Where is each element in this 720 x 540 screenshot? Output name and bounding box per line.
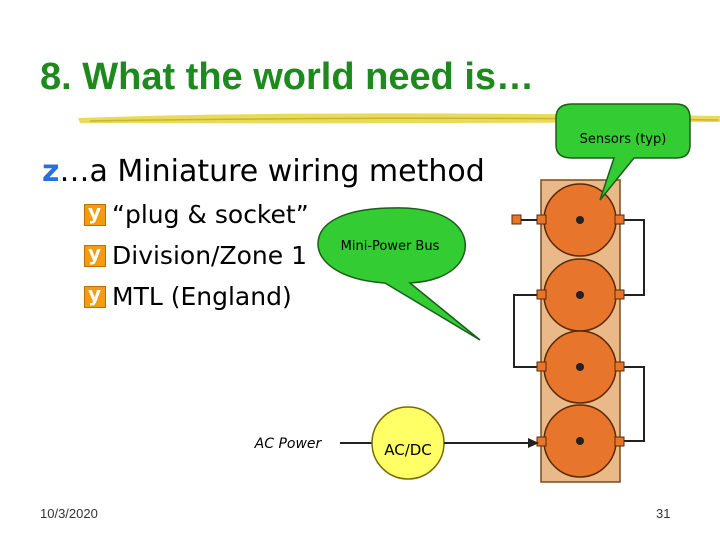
- sub-bullet-plug: “plug & socket”: [84, 200, 309, 229]
- ac-power-label: AC Power: [254, 436, 323, 452]
- sub-bullet-text: MTL (England): [112, 282, 292, 311]
- sensor-dot: [576, 363, 584, 371]
- connector-left-3: [536, 361, 547, 372]
- bullet-mark: z: [42, 154, 60, 189]
- acdc-label: AC/DC: [384, 441, 432, 459]
- connector-left-2: [536, 289, 547, 300]
- sensors-callout-text: Sensors (typ): [580, 132, 667, 147]
- bullet-box-icon: [84, 241, 106, 267]
- connector-right-2: [614, 289, 625, 300]
- wire-loop-left: [513, 294, 541, 368]
- connector-right-3: [614, 361, 625, 372]
- connector-left-1b: [536, 214, 547, 225]
- bullet-box-icon: [84, 282, 106, 308]
- bus-callout: [317, 207, 481, 341]
- connector-right-4: [614, 436, 625, 447]
- sub-bullet-mtl: MTL (England): [84, 282, 292, 311]
- wire-loop-right-top: [620, 219, 645, 296]
- main-bullet-text: …a Miniature wiring method: [59, 154, 485, 189]
- acdc-arrowhead-icon: [528, 438, 539, 448]
- bullet-box-icon: [84, 200, 106, 226]
- sensor-dot: [576, 216, 584, 224]
- wire-loop-right-bottom: [620, 366, 645, 442]
- connector-left-4: [536, 436, 547, 447]
- sensor-dot: [576, 437, 584, 445]
- footer-date: 10/3/2020: [40, 506, 98, 521]
- page-number: 31: [656, 506, 671, 521]
- sensor-dot: [576, 291, 584, 299]
- sensors-callout: [555, 103, 691, 201]
- sub-bullet-text: “plug & socket”: [112, 200, 309, 229]
- sub-bullet-text: Division/Zone 1: [112, 241, 307, 270]
- bus-callout-text: Mini-Power Bus: [341, 239, 440, 254]
- slide-title: 8. What the world need is…: [40, 56, 535, 98]
- connector-left-1: [511, 214, 522, 225]
- main-bullet: z…a Miniature wiring method: [42, 154, 485, 189]
- sub-bullet-division: Division/Zone 1: [84, 241, 307, 270]
- connector-right-1: [614, 214, 625, 225]
